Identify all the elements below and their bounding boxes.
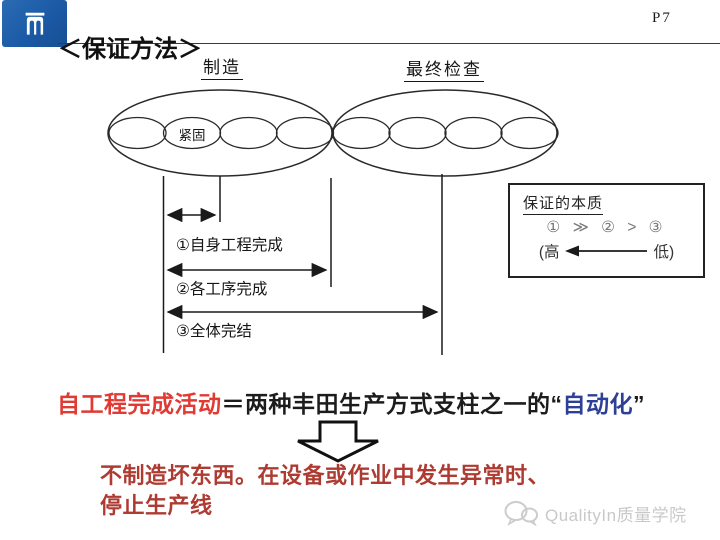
- final-inspection-label: 最终检查: [404, 55, 484, 82]
- fasten-label: 紧固: [178, 128, 206, 143]
- manufacturing-label: 制造: [201, 53, 243, 80]
- essence-box: 保证的本质 ① ≫ ② > ③ (高 低): [508, 183, 705, 278]
- gate-logo-icon: [25, 12, 44, 35]
- header-divider: [58, 43, 720, 44]
- watermark-text: QualityIn质量学院: [545, 505, 687, 525]
- down-arrow-icon: [297, 420, 379, 463]
- conclusion-statement: 不制造坏东西。在设备或作业中发生异常时、 停止生产线: [100, 461, 550, 521]
- equation-middle: ＝两种丰田生产方式支柱之一的“: [221, 391, 563, 417]
- conclusion-line-2: 停止生产线: [100, 493, 213, 518]
- wechat-icon: [504, 501, 538, 526]
- equation-subject: 自工程完成活动: [57, 391, 222, 417]
- essence-box-title: 保证的本质: [523, 192, 604, 215]
- watermark: QualityIn质量学院: [504, 500, 687, 526]
- span-arrows: [166, 207, 439, 320]
- conclusion-line-1: 不制造坏东西。在设备或作业中发生异常时、: [100, 463, 551, 488]
- essence-scale: (高 低): [510, 240, 703, 262]
- equation-close-quote: ”: [633, 391, 645, 417]
- span-label-own-process: ①自身工程完成: [176, 237, 283, 254]
- page-number: P7: [652, 10, 672, 26]
- reference-lines: [162, 174, 443, 355]
- scale-high-label: (高: [538, 244, 560, 261]
- essence-ranking: ① ≫ ② > ③: [546, 219, 667, 236]
- scale-low-label: 低): [653, 244, 675, 261]
- span-label-each-process: ②各工序完成: [176, 281, 268, 298]
- company-logo: [2, 0, 67, 47]
- left-arrow-icon: [564, 245, 647, 257]
- equation-statement: 自工程完成活动＝两种丰田生产方式支柱之一的“自动化”: [57, 385, 707, 419]
- span-label-overall: ③全体完结: [176, 323, 252, 340]
- process-step-ellipses: [108, 116, 559, 150]
- page-title: ＜保证方法＞: [58, 36, 202, 63]
- equation-jidoka: 自动化: [562, 391, 633, 417]
